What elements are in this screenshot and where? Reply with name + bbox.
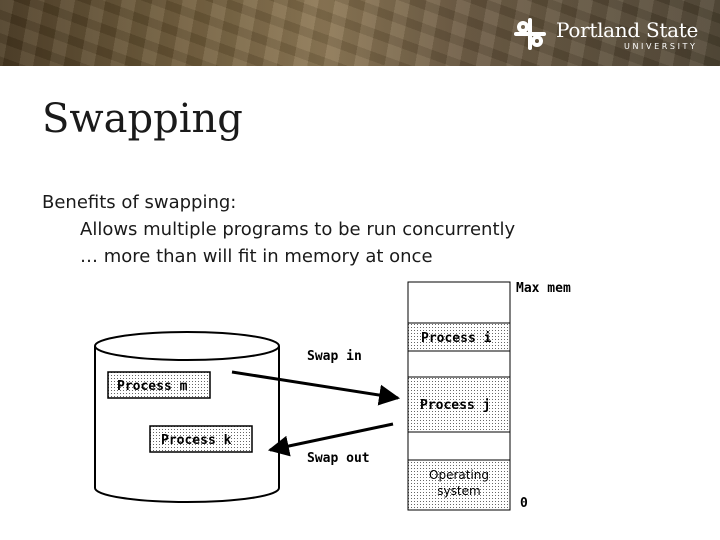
- swap-out-label: Swap out: [307, 451, 370, 466]
- swap-in-label: Swap in: [307, 349, 362, 364]
- zero-label: 0: [520, 496, 528, 511]
- header-banner: Portland State UNIVERSITY: [0, 0, 720, 66]
- memory-os-label-line1: Operating: [429, 468, 489, 482]
- disk-process-m-label: Process m: [117, 379, 188, 394]
- disk-cylinder: [94, 331, 280, 503]
- swap-in-arrow: [231, 370, 401, 406]
- swapping-diagram: Process m Process k Swap in Swap out Pro…: [94, 281, 571, 511]
- slide-title: Swapping: [42, 96, 243, 142]
- bullet-line-1: Allows multiple programs to be run concu…: [80, 219, 516, 240]
- swap-out-arrow: [267, 422, 394, 457]
- psu-logo-mark-icon: [514, 18, 546, 50]
- memory-process-i-label: Process i: [421, 331, 492, 346]
- disk-process-k: Process k: [149, 425, 253, 453]
- bullet-line-2: … more than will fit in memory at once: [80, 246, 433, 267]
- logo-name: Portland State: [556, 18, 698, 42]
- disk-process-m: Process m: [107, 371, 211, 399]
- logo-subtitle: UNIVERSITY: [624, 42, 698, 51]
- max-mem-label: Max mem: [516, 281, 571, 296]
- memory-os-label-line2: system: [437, 484, 480, 498]
- memory-process-j-label: Process j: [420, 398, 490, 413]
- bullet-heading: Benefits of swapping:: [42, 192, 237, 213]
- memory-column: [407, 281, 511, 511]
- disk-process-k-label: Process k: [161, 433, 232, 448]
